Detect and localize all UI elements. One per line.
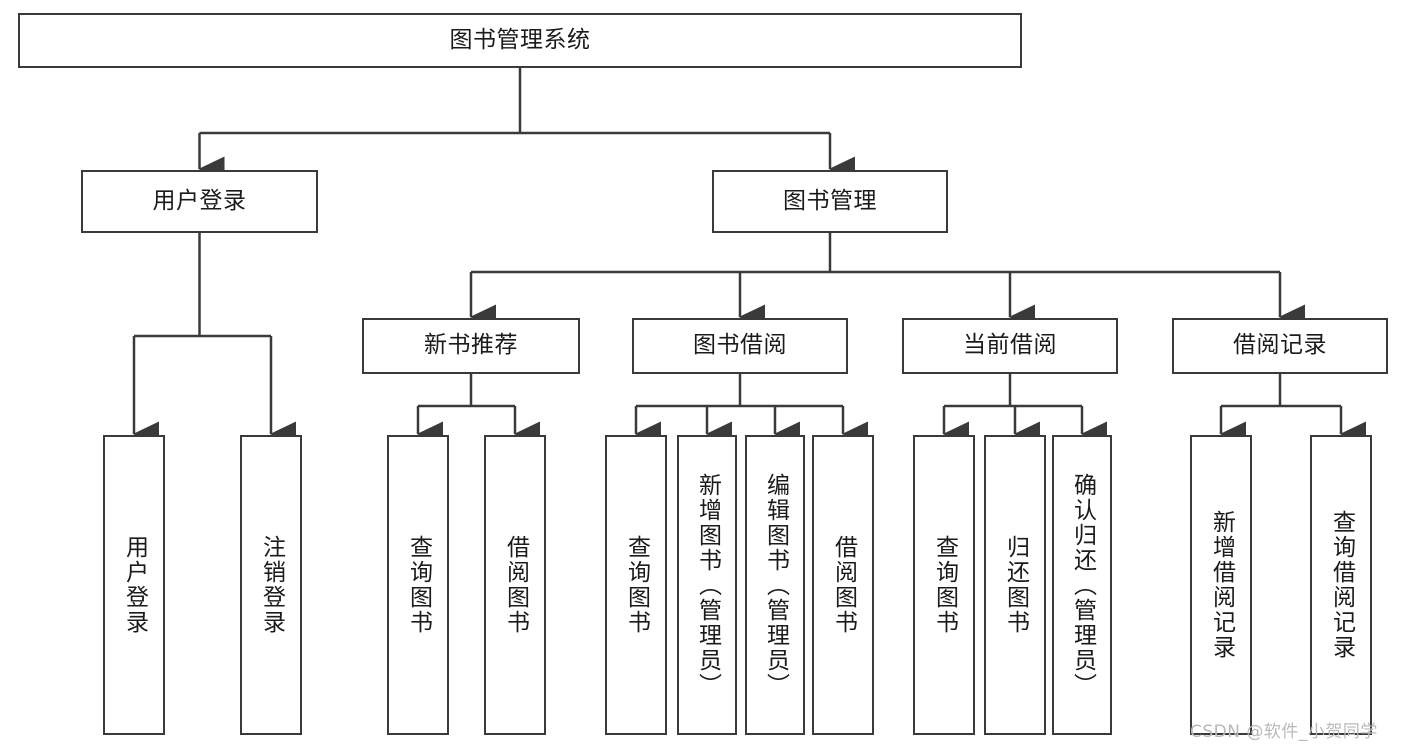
node-l-addbook[interactable]: 新增图书（管理员） xyxy=(677,435,737,735)
node-label: 注销登录 xyxy=(258,535,285,635)
node-label: 图书管理 xyxy=(783,187,877,214)
node-newbook[interactable]: 新书推荐 xyxy=(362,318,580,374)
node-current[interactable]: 当前借阅 xyxy=(902,318,1118,374)
node-label: 图书借阅 xyxy=(693,332,787,359)
node-l-qrec[interactable]: 查询借阅记录 xyxy=(1310,435,1372,735)
node-label: 借阅图书 xyxy=(502,535,529,635)
node-label: 当前借阅 xyxy=(963,332,1057,359)
node-label: 新书推荐 xyxy=(424,332,518,359)
node-l-addrec[interactable]: 新增借阅记录 xyxy=(1190,435,1252,735)
node-l-bbook2[interactable]: 借阅图书 xyxy=(812,435,874,735)
node-label: 用户登录 xyxy=(121,535,148,635)
node-bookmgmt[interactable]: 图书管理 xyxy=(712,170,948,233)
node-l-login[interactable]: 用户登录 xyxy=(103,435,165,735)
node-label: 查询图书 xyxy=(931,535,958,635)
node-borrow[interactable]: 图书借阅 xyxy=(632,318,848,374)
node-record[interactable]: 借阅记录 xyxy=(1172,318,1388,374)
node-label: 查询图书 xyxy=(405,535,432,635)
node-l-qbook1[interactable]: 查询图书 xyxy=(387,435,449,735)
node-label: 借阅记录 xyxy=(1233,332,1327,359)
node-label: 查询图书 xyxy=(623,535,650,635)
node-login[interactable]: 用户登录 xyxy=(81,170,318,233)
node-l-qbook3[interactable]: 查询图书 xyxy=(913,435,975,735)
node-label: 新增借阅记录 xyxy=(1208,510,1235,660)
node-label: 借阅图书 xyxy=(830,535,857,635)
node-root[interactable]: 图书管理系统 xyxy=(18,13,1022,68)
node-label: 新增图书（管理员） xyxy=(694,472,721,698)
node-label: 编辑图书（管理员） xyxy=(762,472,789,698)
node-label: 查询借阅记录 xyxy=(1328,510,1355,660)
node-l-return[interactable]: 归还图书 xyxy=(984,435,1046,735)
node-label: 归还图书 xyxy=(1002,535,1029,635)
node-label: 确认归还（管理员） xyxy=(1069,472,1096,698)
node-label: 图书管理系统 xyxy=(449,26,591,53)
node-l-editbook[interactable]: 编辑图书（管理员） xyxy=(745,435,805,735)
node-l-confirm[interactable]: 确认归还（管理员） xyxy=(1052,435,1112,735)
node-l-logout[interactable]: 注销登录 xyxy=(240,435,302,735)
node-label: 用户登录 xyxy=(152,187,247,214)
node-l-qbook2[interactable]: 查询图书 xyxy=(605,435,667,735)
node-l-bbook1[interactable]: 借阅图书 xyxy=(484,435,546,735)
